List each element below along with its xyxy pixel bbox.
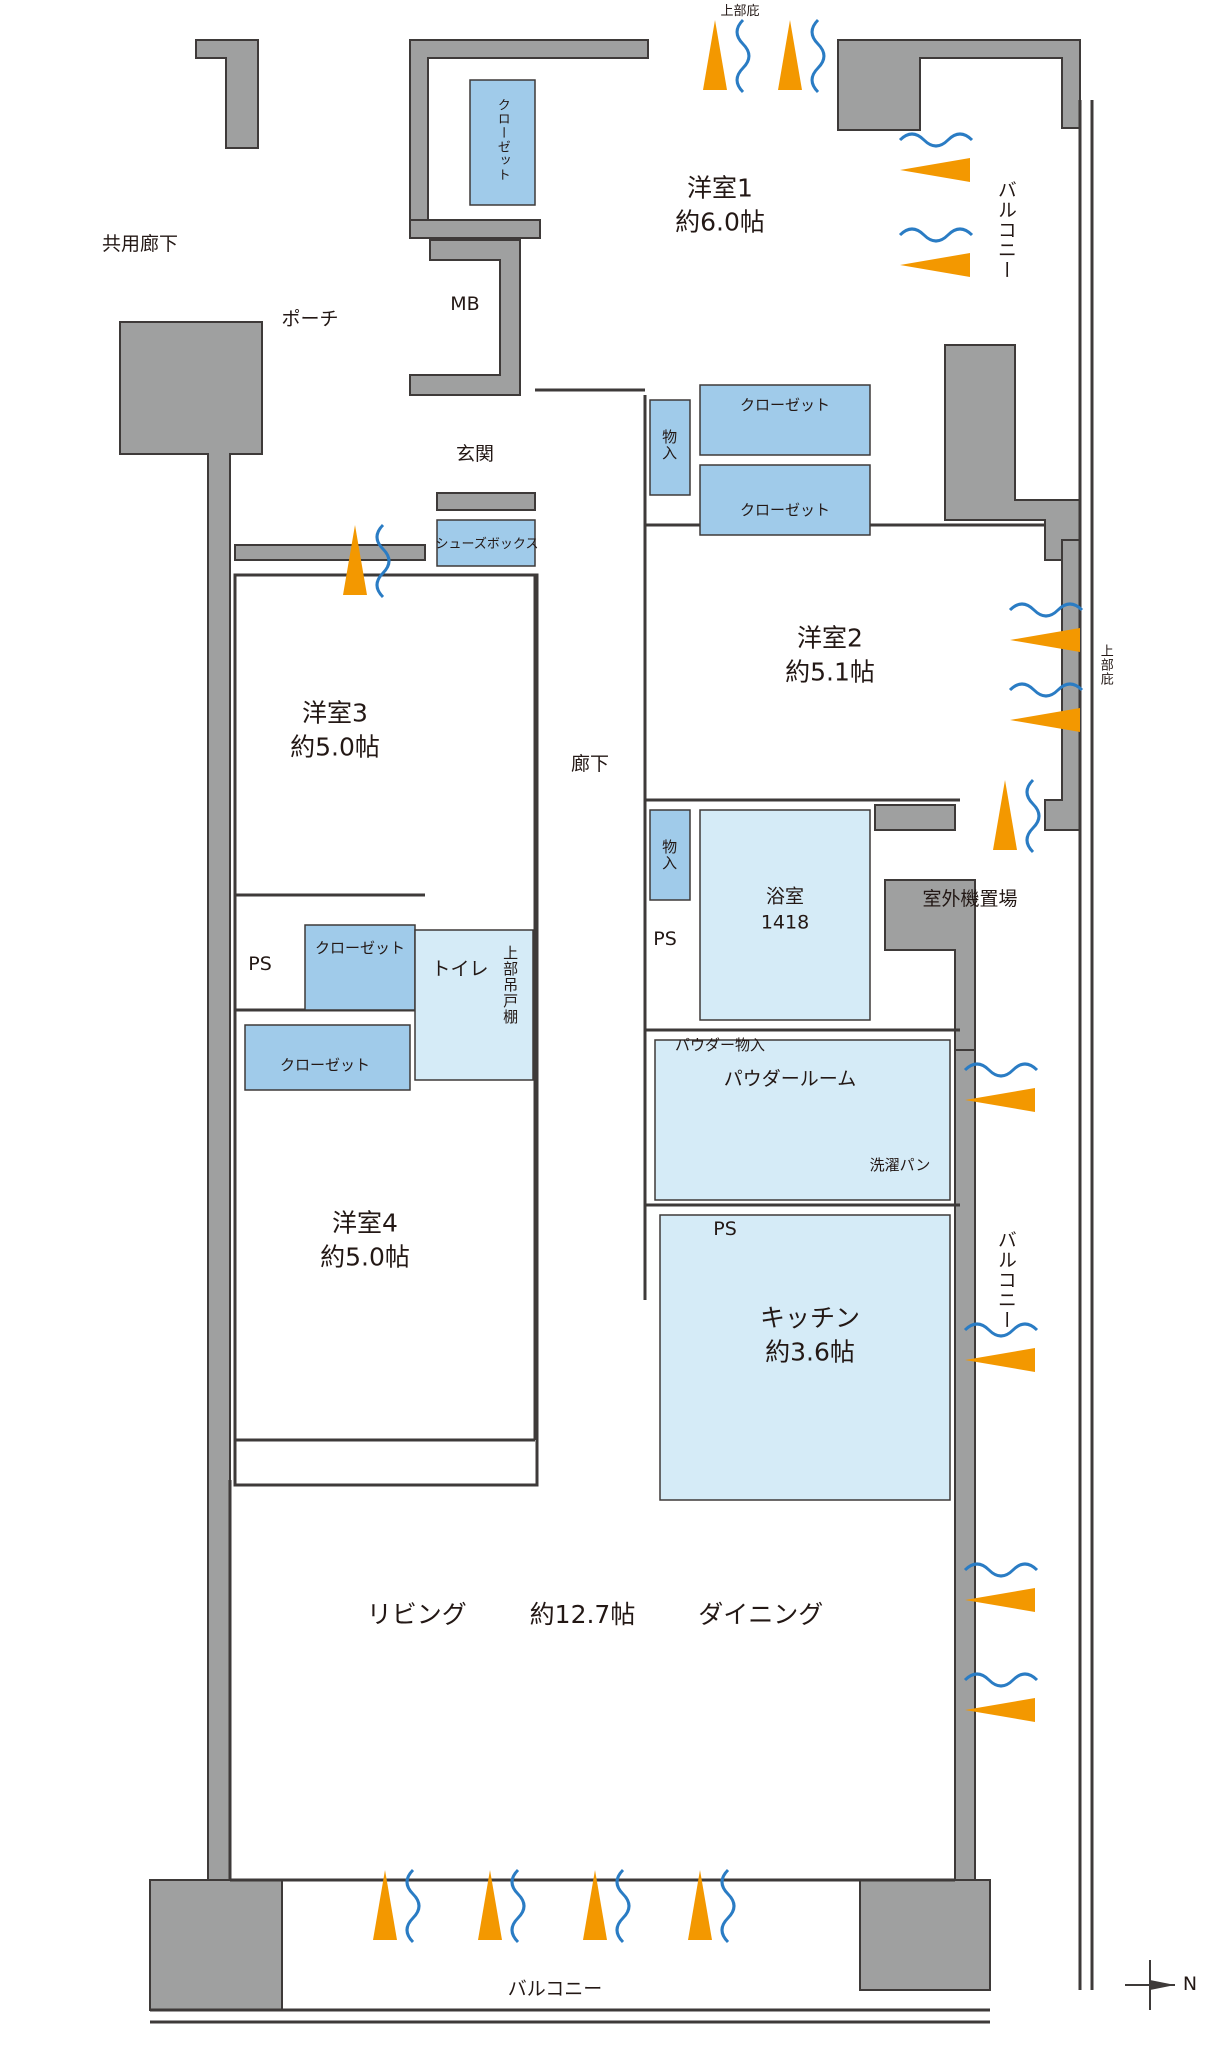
exterior-walls: [119, 39, 1081, 2011]
room-western3-name: 洋室3: [302, 698, 368, 728]
ventilation-arrow: [1010, 628, 1080, 652]
label-shoebox: シューズボックス: [435, 537, 539, 553]
label-balcony-south: バルコニー: [507, 1978, 603, 2001]
room-kitchen-name: キッチン: [759, 1303, 861, 1333]
label-toilet: トイレ: [431, 958, 489, 981]
label-balcony-east2: バルコニー: [994, 1230, 1017, 1330]
ld-living: リビング: [366, 1600, 467, 1630]
interior-walls: [150, 100, 1094, 2024]
room-western3: 洋室3 約5.0帖: [290, 696, 380, 764]
ventilation-arrow: [900, 253, 970, 277]
ld-size: 約12.7帖: [529, 1600, 636, 1630]
ventilation-wave: [963, 1062, 1039, 1078]
room-western3-size: 約5.0帖: [290, 732, 380, 761]
label-toilet-cabinet: 上部吊戸棚: [501, 945, 520, 1025]
label-ps-w3: PS: [248, 953, 272, 976]
ventilation-arrow: [583, 1870, 607, 1940]
label-closet-w1: クローゼット: [494, 98, 510, 182]
label-ps-bath: PS: [653, 928, 677, 951]
label-powder-room: パウダールーム: [723, 1068, 857, 1091]
room-western4: 洋室4 約5.0帖: [320, 1206, 410, 1274]
ventilation-wave: [1008, 602, 1084, 618]
ventilation-arrow: [1010, 708, 1080, 732]
label-closet-w1b: クローゼット: [739, 395, 831, 414]
room-bath: 浴室 1418: [761, 884, 809, 935]
room-western2: 洋室2 約5.1帖: [785, 621, 875, 689]
ventilation-arrow: [993, 780, 1017, 850]
ventilation-wave: [963, 1672, 1039, 1688]
label-closet-w4: クローゼット: [279, 1055, 371, 1074]
label-eave-top: 上部庇: [720, 4, 760, 20]
ventilation-wave: [1025, 778, 1041, 854]
ventilation-wave: [405, 1868, 421, 1944]
ventilation-arrow: [478, 1870, 502, 1940]
label-closet-w2: クローゼット: [739, 500, 831, 519]
label-eave-right: 上部庇: [1097, 644, 1113, 686]
room-western1-size: 約6.0帖: [675, 207, 765, 236]
ventilation-arrow: [688, 1870, 712, 1940]
ld-dining: ダイニング: [698, 1600, 824, 1630]
ventilation-wave: [898, 227, 974, 243]
label-balcony-east: バルコニー: [994, 180, 1017, 280]
storage-areas: [244, 79, 871, 1091]
ventilation-marks: [343, 18, 1084, 1944]
ventilation-wave: [898, 132, 974, 148]
ventilation-arrow: [965, 1348, 1035, 1372]
label-outdoor-unit: 室外機置場: [922, 888, 1018, 911]
label-common-corridor: 共用廊下: [101, 233, 179, 256]
label-powder-storage: パウダー物入: [674, 1035, 766, 1054]
room-ld: リビング 約12.7帖 ダイニング: [367, 1598, 824, 1632]
label-entrance: 玄関: [455, 443, 495, 466]
label-corridor: 廊下: [570, 753, 610, 776]
label-ps-kitchen: PS: [713, 1218, 737, 1241]
ventilation-wave: [1008, 682, 1084, 698]
label-storage-2: 物入: [660, 839, 679, 871]
bath-name: 浴室: [765, 885, 805, 908]
room-western4-size: 約5.0帖: [320, 1242, 410, 1271]
room-kitchen: キッチン 約3.6帖: [760, 1301, 860, 1369]
north-compass: [1125, 1960, 1175, 2010]
label-storage-1: 物入: [660, 429, 679, 461]
bath-size: 1418: [760, 911, 810, 933]
ventilation-wave: [510, 1868, 526, 1944]
room-western1: 洋室1 約6.0帖: [675, 171, 765, 239]
ventilation-wave: [615, 1868, 631, 1944]
ventilation-wave: [375, 523, 391, 599]
ventilation-arrow: [343, 525, 367, 595]
room-western2-name: 洋室2: [797, 623, 863, 653]
ventilation-wave: [720, 1868, 736, 1944]
ventilation-arrow: [965, 1088, 1035, 1112]
ventilation-wave: [810, 18, 826, 94]
ventilation-arrow: [778, 20, 802, 90]
label-closet-w3: クローゼット: [314, 938, 406, 957]
ventilation-arrow: [900, 158, 970, 182]
ventilation-wave: [963, 1322, 1039, 1338]
room-western1-name: 洋室1: [687, 173, 753, 203]
room-kitchen-size: 約3.6帖: [765, 1337, 855, 1366]
label-washer-pan: 洗濯パン: [869, 1155, 931, 1174]
room-western4-name: 洋室4: [332, 1208, 398, 1238]
label-mb: MB: [450, 293, 480, 316]
ventilation-arrow: [373, 1870, 397, 1940]
ventilation-arrow: [965, 1698, 1035, 1722]
wet-areas: [414, 809, 951, 1501]
ventilation-wave: [735, 18, 751, 94]
label-north: N: [1182, 1973, 1198, 1996]
label-porch: ポーチ: [281, 308, 339, 331]
room-western2-size: 約5.1帖: [785, 657, 875, 686]
ventilation-arrow: [965, 1588, 1035, 1612]
ventilation-arrow: [703, 20, 727, 90]
ventilation-wave: [963, 1562, 1039, 1578]
